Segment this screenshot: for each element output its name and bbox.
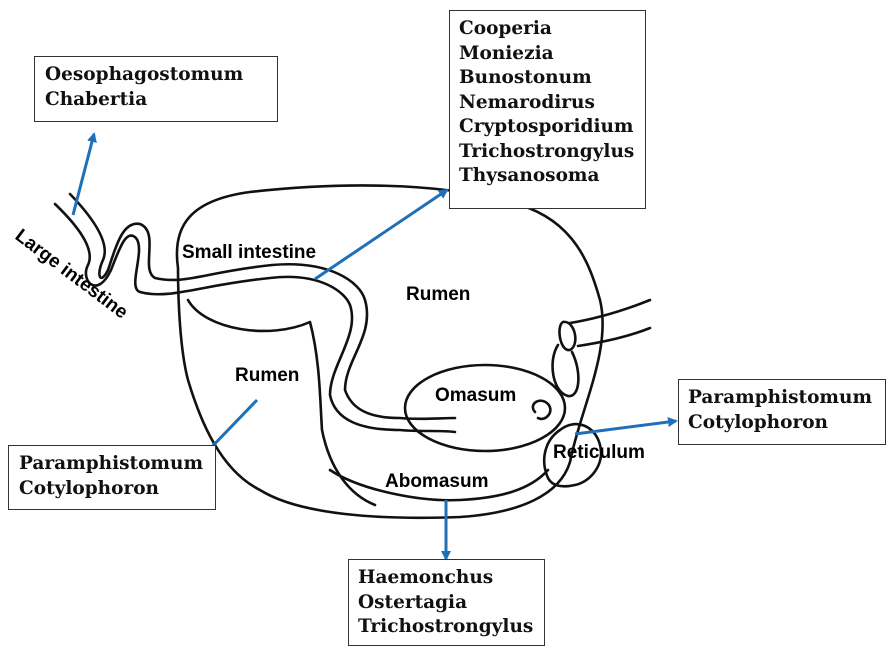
label-small-intestine: Small intestine	[182, 242, 316, 263]
label-reticulum: Reticulum	[553, 442, 645, 463]
parasite-name: Chabertia	[45, 88, 267, 113]
label-rumen-lower: Rumen	[235, 365, 299, 386]
parasite-name: Trichostrongylus	[459, 140, 636, 165]
parasite-name: Paramphistomum	[19, 452, 205, 477]
parasite-name: Cryptosporidium	[459, 115, 636, 140]
rumen-outline	[177, 185, 603, 517]
parasite-name: Cooperia	[459, 17, 636, 42]
label-abomasum: Abomasum	[385, 471, 488, 492]
rumen-divider	[188, 300, 375, 505]
parasite-name: Cotylophoron	[688, 411, 876, 436]
omasum-outline	[405, 365, 565, 451]
label-rumen-upper: Rumen	[406, 284, 470, 305]
parasite-name: Paramphistomum	[688, 386, 876, 411]
esophagus-upper-wall	[570, 300, 650, 323]
arrow-large-intestine	[73, 134, 94, 215]
parasite-name: Moniezia	[459, 42, 636, 67]
omasum-loop	[533, 401, 550, 419]
parasite-name: Trichostrongylus	[358, 615, 535, 640]
label-omasum: Omasum	[435, 385, 516, 406]
arrow-small-intestine	[315, 190, 447, 279]
parasite-name: Oesophagostomum	[45, 63, 267, 88]
esophagus-ring	[559, 322, 575, 350]
label-large-intestine: Large intestine	[11, 225, 132, 323]
parasite-name: Bunostonum	[459, 66, 636, 91]
parasite-name: Ostertagia	[358, 591, 535, 616]
parasite-name: Haemonchus	[358, 566, 535, 591]
parasite-name: Thysanosoma	[459, 164, 636, 189]
esophagus-lower-wall	[578, 328, 650, 346]
parasite-name: Nemarodirus	[459, 91, 636, 116]
parasite-name: Cotylophoron	[19, 477, 205, 502]
